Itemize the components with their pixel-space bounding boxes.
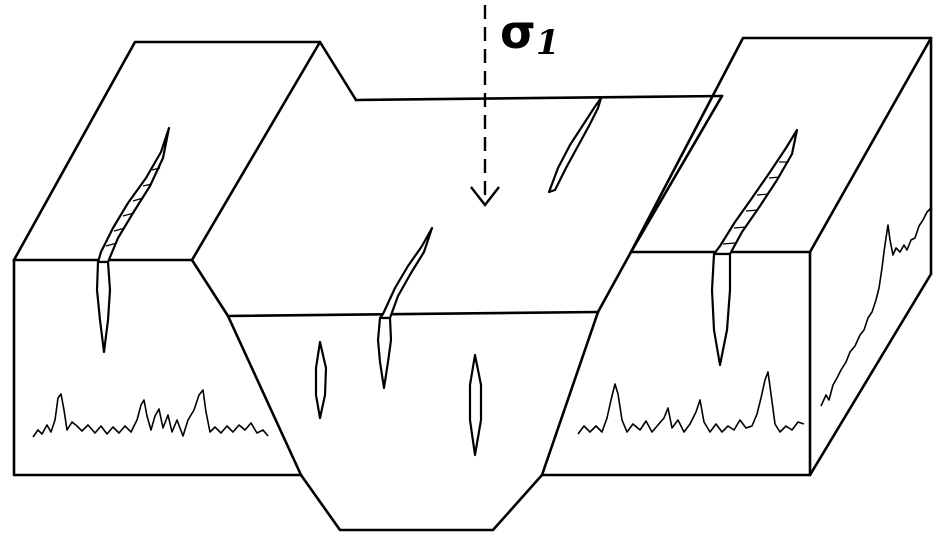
right-block-fracture-face — [712, 254, 730, 365]
center-block-top-front-edge — [228, 312, 598, 316]
right-block-side-bottom-edge — [810, 274, 931, 475]
center-block-front-face — [301, 475, 542, 530]
stress-indicator: σ1 — [471, 5, 560, 205]
profile-right-block — [578, 372, 804, 434]
center-fracture-middle-face — [378, 318, 391, 388]
center-block — [228, 96, 722, 530]
right-block-fracture-top — [714, 130, 797, 254]
center-fracture-lens-left — [316, 342, 326, 418]
right-block-front-face — [542, 252, 810, 475]
center-block-top-back-edge — [356, 96, 722, 100]
profile-right-side — [821, 208, 931, 406]
stress-subscript: 1 — [536, 23, 560, 63]
center-fracture-lens-right — [470, 355, 481, 455]
right-block-step-edge — [598, 252, 631, 312]
center-fracture-middle — [380, 228, 432, 318]
right-block-top-outline — [631, 38, 931, 252]
right-block-back-right-edge — [810, 38, 931, 252]
left-block — [14, 42, 356, 475]
center-block-right-ramp — [542, 312, 598, 475]
stress-label: σ1 — [500, 5, 560, 63]
stress-symbol: σ — [500, 5, 536, 59]
center-fracture-top-right — [549, 98, 601, 192]
